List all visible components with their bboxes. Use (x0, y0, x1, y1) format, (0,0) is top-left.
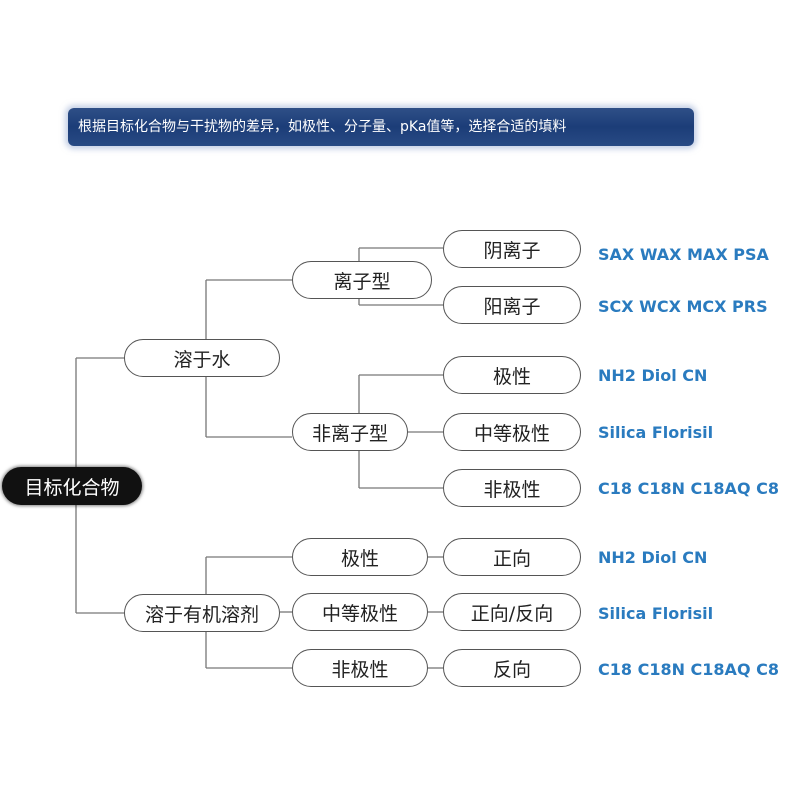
node-mid-polar: 中等极性 (443, 413, 581, 451)
filler-mid-polar: Silica Florisil (598, 423, 714, 442)
filler-anion: SAX WAX MAX PSA (598, 245, 769, 264)
filler-org-mid-polar: Silica Florisil (598, 604, 714, 623)
node-water-soluble: 溶于水 (124, 339, 280, 377)
filler-org-polar: NH2 Diol CN (598, 548, 708, 567)
node-anion: 阴离子 (443, 230, 581, 268)
instruction-banner: 根据目标化合物与干扰物的差异，如极性、分子量、pKa值等，选择合适的填料 (68, 108, 694, 146)
filler-polar: NH2 Diol CN (598, 366, 708, 385)
node-reverse-phase: 反向 (443, 649, 581, 687)
filler-nonpolar: C18 C18N C18AQ C8 (598, 479, 779, 498)
node-organic-soluble: 溶于有机溶剂 (124, 594, 280, 632)
node-ionic: 离子型 (292, 261, 432, 299)
node-cation: 阳离子 (443, 286, 581, 324)
node-org-mid-polar: 中等极性 (292, 593, 428, 631)
node-nonionic: 非离子型 (292, 413, 408, 451)
node-org-polar: 极性 (292, 538, 428, 576)
filler-org-nonpolar: C18 C18N C18AQ C8 (598, 660, 779, 679)
node-normal-reverse-phase: 正向/反向 (443, 593, 581, 631)
node-org-nonpolar: 非极性 (292, 649, 428, 687)
root-node: 目标化合物 (2, 467, 142, 505)
node-normal-phase: 正向 (443, 538, 581, 576)
filler-cation: SCX WCX MCX PRS (598, 297, 768, 316)
node-nonpolar: 非极性 (443, 469, 581, 507)
node-polar: 极性 (443, 356, 581, 394)
